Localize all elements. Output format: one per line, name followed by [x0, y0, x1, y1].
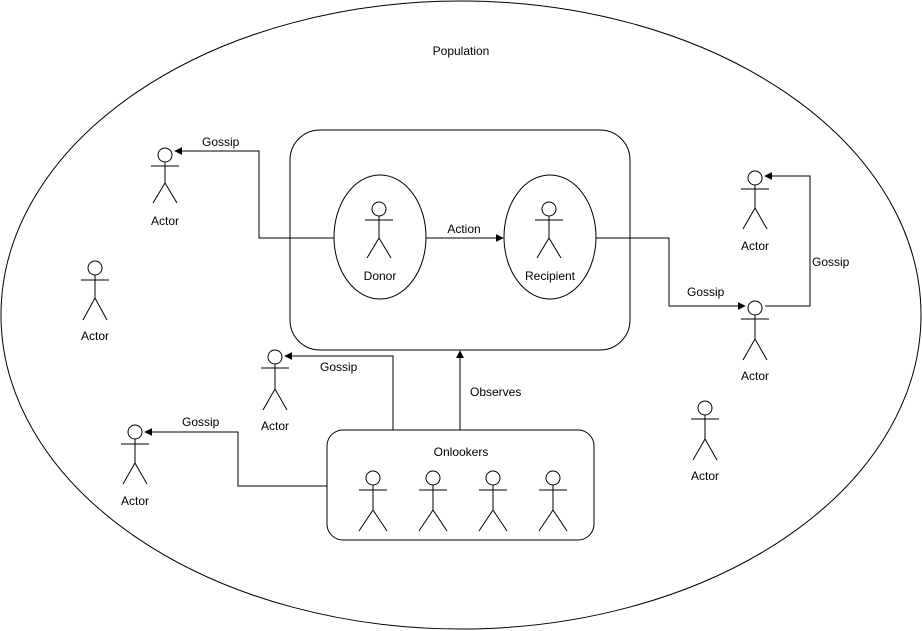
gossip-label: Gossip — [182, 415, 220, 429]
gossip-label: Gossip — [320, 360, 358, 374]
gossip-connector — [174, 147, 334, 239]
actor-figure — [741, 170, 769, 230]
gossip-label: Gossip — [687, 285, 725, 299]
recipient-label: Recipient — [525, 269, 576, 283]
actor-figure — [741, 300, 769, 361]
actor-label: Actor — [741, 239, 769, 253]
onlooker-figure — [478, 470, 508, 532]
actor-figure — [151, 147, 179, 204]
gossip-connector — [596, 237, 746, 310]
actor-label: Actor — [741, 369, 769, 383]
actor-label: Actor — [261, 419, 289, 433]
actor-label: Actor — [151, 214, 179, 228]
actor-label: Actor — [81, 329, 109, 343]
actor-figure — [691, 400, 719, 461]
actor-figure — [81, 260, 109, 321]
gossip-connector — [764, 172, 811, 307]
observes-label: Observes — [470, 385, 521, 399]
actor-figure — [261, 349, 289, 411]
donor-node — [333, 174, 427, 300]
recipient-node — [503, 174, 597, 300]
gossip-label: Gossip — [202, 135, 240, 149]
actor-label: Actor — [691, 469, 719, 483]
gossip-label: Gossip — [812, 255, 850, 269]
onlooker-figure — [418, 470, 448, 532]
action-label: Action — [447, 222, 480, 236]
donor-label: Donor — [364, 269, 397, 283]
gossip-connector — [144, 428, 327, 487]
actor-figure — [121, 424, 149, 485]
donor-stick-figure — [365, 201, 393, 259]
onlooker-figure — [358, 470, 388, 532]
onlooker-figure — [538, 470, 568, 532]
gossip-connector — [284, 352, 394, 430]
actor-label: Actor — [121, 494, 149, 508]
onlookers-label: Onlookers — [434, 445, 489, 459]
recipient-stick-figure — [535, 201, 563, 259]
population-label: Population — [433, 44, 490, 58]
